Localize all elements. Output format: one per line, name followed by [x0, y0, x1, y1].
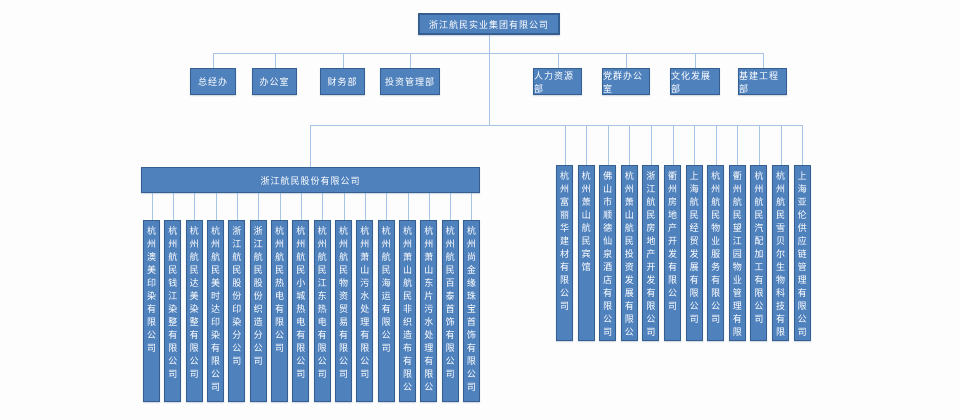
subsidiary-column: 衢州房地产开发有限公司	[664, 165, 681, 341]
connector-line	[310, 125, 311, 167]
subsidiary-column: 杭州航民钱江染整有限公司	[164, 220, 182, 402]
connector-line	[626, 53, 627, 68]
subsidiary-column: 上海航民经贸发展有限公司	[685, 165, 703, 341]
subsidiary-column: 衢州航民望江园物业管理有限	[728, 165, 746, 341]
subsidiary-column: 杭州航民物资贸易有限公司	[335, 220, 352, 402]
connector-line	[488, 35, 490, 125]
subsidiary-column: 杭州航民小城热电有限公司	[292, 220, 310, 402]
connector-line	[450, 193, 452, 220]
connector-line	[322, 193, 324, 220]
connector-line	[586, 125, 588, 165]
connector-line	[215, 193, 217, 220]
subsidiary-column: 上海亚伦供应链管理有限公司	[793, 165, 811, 341]
connector-line	[300, 193, 302, 220]
subsidiary-column: 杭州航民百泰首饰有限公司	[441, 220, 459, 402]
connector-line	[386, 193, 388, 220]
connector-line	[780, 125, 782, 165]
connector-line	[310, 125, 803, 126]
connector-line	[802, 125, 804, 165]
connector-line	[737, 125, 739, 165]
connector-line	[151, 193, 153, 220]
subsidiary-column: 杭州富丽华建材有限公司	[556, 165, 573, 341]
subsidiary-column: 杭州萧山东片污水处理有限公	[420, 220, 438, 402]
subsidiary-column: 杭州萧山航民宾馆	[577, 165, 595, 341]
connector-line	[194, 193, 196, 220]
stock-company-node: 浙江航民股份有限公司	[141, 167, 480, 193]
connector-line	[274, 53, 276, 68]
connector-line	[342, 53, 344, 68]
connector-line	[258, 193, 260, 220]
connector-line	[650, 125, 652, 165]
connector-line	[407, 193, 409, 220]
connector-line	[213, 53, 763, 54]
department-node: 办公室	[252, 68, 297, 95]
subsidiary-column: 杭州航民雪贝尔生物科技有限	[772, 165, 789, 341]
connector-line	[695, 53, 696, 68]
connector-line	[428, 193, 430, 220]
subsidiary-column: 杭州尚金缘珠宝首饰有限公司	[462, 220, 480, 402]
connector-line	[629, 125, 631, 165]
subsidiary-column: 杭州萧山航民投资发展有限公	[620, 165, 638, 341]
connector-line	[364, 193, 366, 220]
connector-line	[672, 125, 674, 165]
subsidiary-column: 杭州航民江东热电有限公司	[313, 220, 331, 402]
department-node: 基建工程部	[738, 68, 787, 95]
root-company-node: 浙江航民实业集团有限公司	[418, 13, 560, 35]
subsidiary-column: 杭州航民物业服务有限公司	[707, 165, 725, 341]
subsidiary-column: 浙江航民股份印染分公司	[228, 220, 246, 402]
subsidiary-column: 杭州航民达美染整有限公司	[185, 220, 203, 402]
subsidiary-column: 佛山市顺德仙泉酒店有限公司	[599, 165, 617, 341]
connector-line	[607, 125, 609, 165]
connector-line	[471, 193, 473, 220]
subsidiary-column: 杭州航民热电有限公司	[271, 220, 288, 402]
department-node: 总经办	[190, 68, 236, 95]
connector-line	[279, 193, 281, 220]
subsidiary-column: 浙江航民股份织造分公司	[249, 220, 267, 402]
department-node: 财务部	[320, 68, 365, 95]
subsidiary-column: 杭州萧山航民非织造布有限公	[399, 220, 416, 402]
subsidiary-column: 杭州航民汽配加工有限公司	[750, 165, 768, 341]
subsidiary-column: 杭州航民海运有限公司	[377, 220, 395, 402]
connector-line	[410, 53, 411, 68]
connector-line	[762, 53, 764, 68]
connector-line	[715, 125, 717, 165]
connector-line	[564, 125, 566, 165]
connector-line	[172, 193, 174, 220]
subsidiary-column: 杭州萧山污水处理有限公司	[356, 220, 374, 402]
connector-line	[236, 193, 238, 220]
department-node: 文化发展部	[670, 68, 720, 95]
connector-line	[343, 193, 345, 220]
department-node: 投资管理部	[380, 68, 440, 95]
department-node: 人力资源部	[533, 68, 582, 95]
department-node: 党群办公室	[602, 68, 650, 95]
connector-line	[694, 125, 696, 165]
connector-line	[758, 125, 760, 165]
connector-line	[213, 53, 214, 68]
subsidiary-column: 杭州澳美印染有限公司	[143, 220, 160, 402]
subsidiary-column: 杭州航民美时达印染有限公司	[207, 220, 224, 402]
subsidiary-column: 浙江航民房地产开发有限公司	[642, 165, 660, 341]
connector-line	[557, 53, 559, 68]
